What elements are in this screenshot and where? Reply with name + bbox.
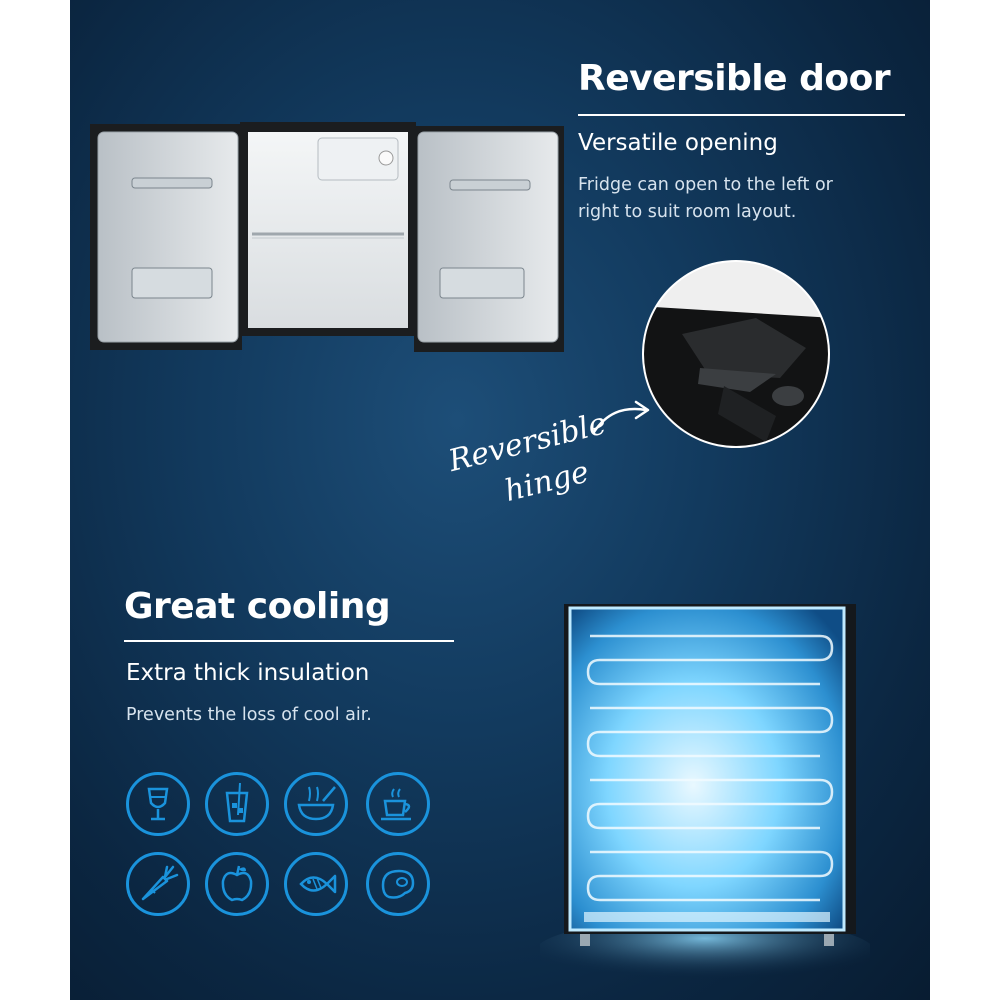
great-cooling-divider — [124, 640, 454, 642]
reversible-door-divider — [578, 114, 905, 116]
product-feature-panel: Reversible door Versatile opening Fridge… — [70, 0, 930, 1000]
insulation-subheading: Extra thick insulation — [126, 660, 370, 686]
open-fridge-image — [90, 122, 564, 352]
noodle-bowl-icon — [284, 772, 348, 836]
wine-glass-icon — [126, 772, 190, 836]
cooling-interior-image — [540, 604, 870, 982]
fish-icon — [284, 852, 348, 916]
great-cooling-heading: Great cooling — [124, 586, 391, 627]
reversible-description-line-2: right to suit room layout. — [578, 202, 797, 222]
drink-cup-icon — [205, 772, 269, 836]
hinge-closeup-image — [642, 260, 830, 448]
reversible-hinge-note-line-2: hinge — [501, 454, 593, 510]
reversible-description-line-1: Fridge can open to the left or — [578, 175, 833, 195]
carrot-icon — [126, 852, 190, 916]
reversible-door-heading: Reversible door — [578, 58, 891, 99]
cooling-description: Prevents the loss of cool air. — [126, 705, 372, 725]
steak-icon — [366, 852, 430, 916]
apple-icon — [205, 852, 269, 916]
hinge-pointer-arrow — [592, 400, 650, 434]
versatile-opening-subheading: Versatile opening — [578, 130, 778, 156]
coffee-cup-icon — [366, 772, 430, 836]
